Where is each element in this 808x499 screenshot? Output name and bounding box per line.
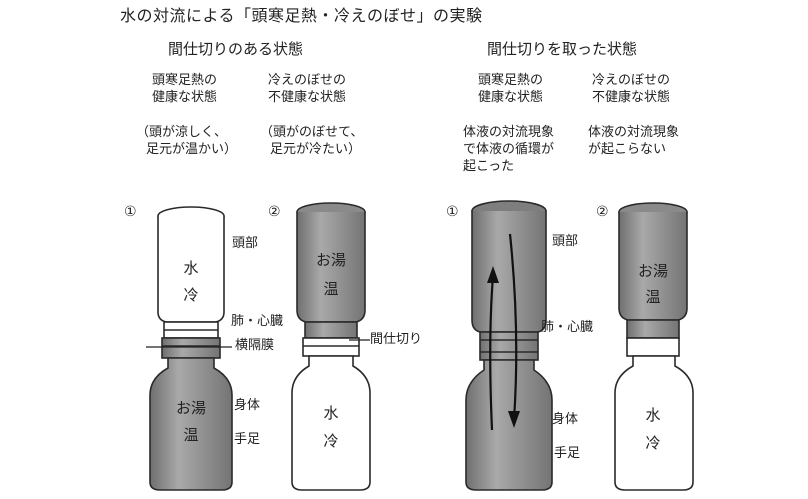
page-title: 水の対流による「頭寒足熱・冷えのぼせ」の実験	[120, 6, 483, 25]
left-state2-line2: 不健康な状態	[268, 90, 347, 105]
water-cold-char: 水	[645, 406, 660, 424]
circulation-arrows	[489, 233, 518, 431]
right-state2-line2: 不健康な状態	[592, 90, 671, 105]
water-temp-char: 冷	[323, 432, 338, 450]
water-temp-char: 温	[323, 280, 338, 298]
left-state1-line1: 頭寒足熱の	[152, 73, 218, 88]
left-state1-line2: 健康な状態	[152, 90, 218, 105]
water-temp-char: 温	[183, 426, 198, 444]
right-state1-line1: 頭寒足熱の	[478, 73, 544, 88]
water-temp-char: 冷	[183, 286, 198, 304]
bottle-right-2	[614, 202, 694, 491]
marker-two: ②	[268, 204, 281, 220]
water-cold-char: 水	[183, 259, 198, 277]
left-note1-line1: （頭が涼しく、	[136, 125, 228, 140]
label-body: 身体	[552, 412, 579, 427]
water-hot-char: お湯	[176, 399, 206, 417]
label-lung-heart: 肺・心臓	[541, 320, 594, 335]
label-body: 身体	[234, 398, 261, 413]
left-note1-line2: 足元が温かい）	[146, 142, 238, 157]
bottle-left-1	[149, 206, 233, 491]
right-heading: 間仕切りを取った状態	[487, 40, 638, 58]
label-limbs: 手足	[554, 446, 581, 461]
left-note2-line1: （頭がのぼせて、	[260, 125, 364, 140]
bottle-left-2	[291, 202, 371, 491]
right-note1-line1: 体液の対流現象	[463, 125, 555, 140]
left-state2-line1: 冷えのぼせの	[268, 73, 347, 88]
label-limbs: 手足	[234, 432, 261, 447]
water-temp-char: 冷	[645, 434, 660, 452]
label-lung-heart: 肺・心臓	[231, 314, 284, 329]
water-temp-char: 温	[645, 288, 660, 306]
arrow-up-icon	[487, 266, 499, 283]
right-state2-line1: 冷えのぼせの	[592, 73, 671, 88]
label-diaphragm: 横隔膜	[235, 338, 275, 353]
arrow-down-icon	[508, 411, 520, 428]
label-head: 頭部	[232, 236, 259, 251]
right-state1-line2: 健康な状態	[478, 90, 544, 105]
bottle-right-1	[465, 200, 553, 491]
water-cold-char: 水	[323, 404, 338, 422]
right-note2-line1: 体液の対流現象	[588, 125, 680, 140]
water-hot-char: お湯	[638, 262, 668, 280]
marker-one: ①	[446, 204, 459, 220]
water-hot-char: お湯	[316, 251, 346, 269]
marker-two: ②	[596, 204, 609, 220]
left-note2-line2: 足元が冷たい）	[270, 142, 362, 157]
right-note2-line2: が起こらない	[588, 142, 667, 157]
right-note1-line3: 起こった	[463, 159, 515, 174]
left-heading: 間仕切りのある状態	[168, 40, 304, 58]
right-note1-line2: で体液の循環が	[463, 142, 555, 157]
label-head: 頭部	[552, 234, 579, 249]
label-partition: 間仕切り	[370, 332, 423, 347]
marker-one: ①	[124, 204, 137, 220]
